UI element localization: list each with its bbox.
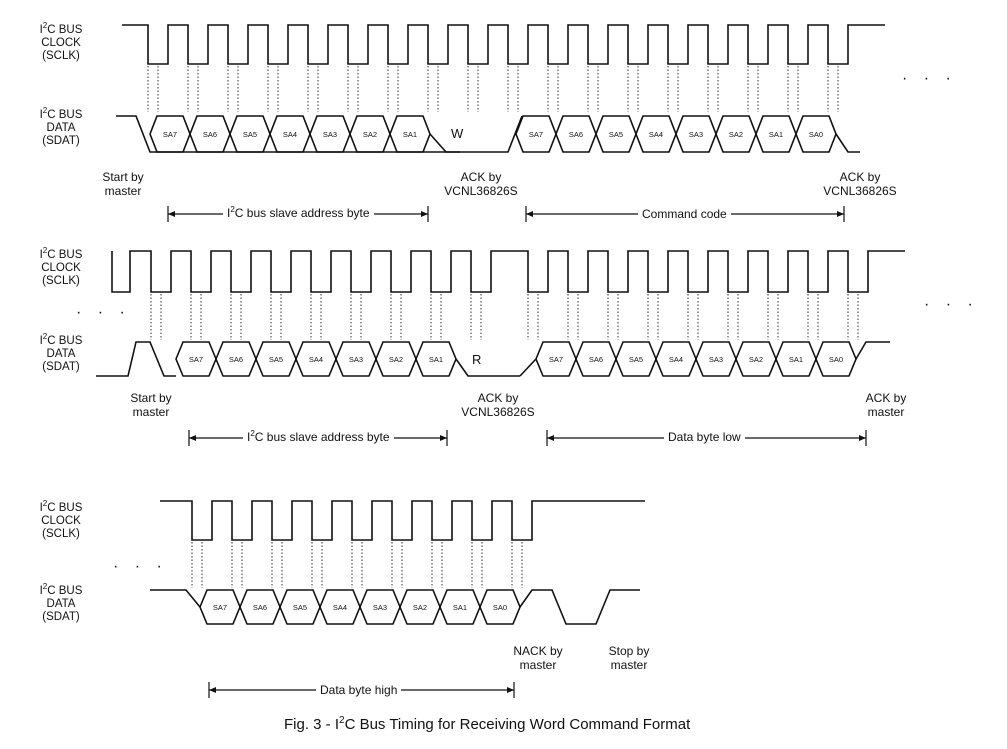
row3-data-high-bit-label-5: SA2 (413, 603, 427, 612)
row2-data-low-bit-label-7: SA0 (829, 355, 843, 364)
row3-data-high-bit-label-7: SA0 (493, 603, 507, 612)
row2-data-low-bit-label-6: SA1 (789, 355, 803, 364)
ellipsis-row2-right: · · · (924, 296, 979, 313)
span-label-row1-command: Command code (638, 207, 731, 221)
span-label-row1-address: I2C bus slave address byte (223, 206, 374, 220)
span-row1-address-arrow-right (421, 211, 428, 217)
row1-command-bit-label-4: SA3 (689, 130, 703, 139)
span-row1-command-arrow-right (837, 211, 844, 217)
data-label-row1: I2C BUS DATA(SDAT) (39, 106, 83, 147)
row2-data-low-bit-label-1: SA6 (589, 355, 603, 364)
row3-data-high-bit-label-6: SA1 (453, 603, 467, 612)
span-label-row2-data-low: Data byte low (664, 430, 745, 444)
row2-address-bit-label-1: SA6 (229, 355, 243, 364)
ellipsis-row1: · · · (902, 70, 957, 87)
row1-command-bit-label-6: SA1 (769, 130, 783, 139)
ellipsis-row3: · · · (113, 558, 168, 575)
row2-address-bit-label-3: SA4 (309, 355, 323, 364)
row2-address-bit-label-6: SA1 (429, 355, 443, 364)
row2-data-low-bit-label-3: SA4 (669, 355, 683, 364)
row3-data-high-bit-label-2: SA5 (293, 603, 307, 612)
span-row3-data-high-arrow-left (209, 687, 216, 693)
row1-address-bit-label-6: SA1 (403, 130, 417, 139)
span-row2-data-low-arrow-left (547, 435, 554, 441)
span-row2-address-arrow-left (189, 435, 196, 441)
row2-data-low-bit-label-4: SA3 (709, 355, 723, 364)
data-start-row2 (96, 341, 176, 377)
ellipsis-row2-left: · · · (76, 304, 131, 321)
span-label-row2-address: I2C bus slave address byte (243, 430, 394, 444)
row2-data-low-bit-label-5: SA2 (749, 355, 763, 364)
row1-command-bit-label-1: SA6 (569, 130, 583, 139)
data-label-row2: I2C BUS DATA(SDAT) (39, 332, 83, 373)
row2-address-bit-label-4: SA3 (349, 355, 363, 364)
row1-address-bit-label-2: SA5 (243, 130, 257, 139)
data-enter-row3 (150, 589, 201, 608)
row1-command-bit-label-7: SA0 (809, 130, 823, 139)
clock-label-row2: I2C BUS CLOCK(SCLK) (39, 246, 83, 287)
span-row3-data-high-arrow-right (507, 687, 514, 693)
data-ack-row1-b (835, 133, 860, 153)
row1-command-bit-label-3: SA4 (649, 130, 663, 139)
data-ack-row2-a (455, 358, 520, 377)
row3-data-high-bit-label-0: SA7 (213, 603, 227, 612)
row1-address-bit-label-3: SA4 (283, 130, 297, 139)
row2-data-low-bit-label-2: SA5 (629, 355, 643, 364)
clock-waveform-row1 (122, 24, 885, 65)
data-ack-row2-b (855, 341, 890, 360)
row3-data-high-bit-label-3: SA4 (333, 603, 347, 612)
data-label-row3: I2C BUS DATA(SDAT) (39, 582, 83, 623)
row1-address-bit-label-1: SA6 (203, 130, 217, 139)
row2-address-bit-label-2: SA5 (269, 355, 283, 364)
data-nack-stop-row3 (519, 589, 640, 625)
data-join-row2 (519, 358, 537, 377)
row2-data-low-bit-label-0: SA7 (549, 355, 563, 364)
row1-command-bit-label-0: SA7 (529, 130, 543, 139)
span-row2-address-arrow-right (440, 435, 447, 441)
row1-command-bit-label-5: SA2 (729, 130, 743, 139)
row3-data-high-bit-label-1: SA6 (253, 603, 267, 612)
clock-label-row1: I2C BUS CLOCK(SCLK) (39, 21, 83, 62)
figure-caption: Fig. 3 - I2C Bus Timing for Receiving Wo… (284, 715, 691, 734)
clock-waveform-row3 (160, 500, 645, 541)
row1-command-bit-label-2: SA5 (609, 130, 623, 139)
row1-address-bit-label-0: SA7 (163, 130, 177, 139)
clock-label-row3: I2C BUS CLOCK(SCLK) (39, 499, 83, 540)
write-bit-label: W (451, 126, 464, 141)
read-bit-label: R (472, 352, 482, 367)
span-row1-command-arrow-left (526, 211, 533, 217)
row2-address-bit-label-5: SA2 (389, 355, 403, 364)
row2-address-bit-label-0: SA7 (189, 355, 203, 364)
span-label-row3-data-high: Data byte high (316, 683, 402, 697)
row3-data-high-bit-label-4: SA3 (373, 603, 387, 612)
span-row1-address-arrow-left (168, 211, 175, 217)
data-ack-row1-a (429, 115, 523, 153)
row1-address-bit-label-4: SA3 (323, 130, 337, 139)
span-row2-data-low-arrow-right (859, 435, 866, 441)
row1-address-bit-label-5: SA2 (363, 130, 377, 139)
clock-waveform-row2 (111, 250, 905, 293)
